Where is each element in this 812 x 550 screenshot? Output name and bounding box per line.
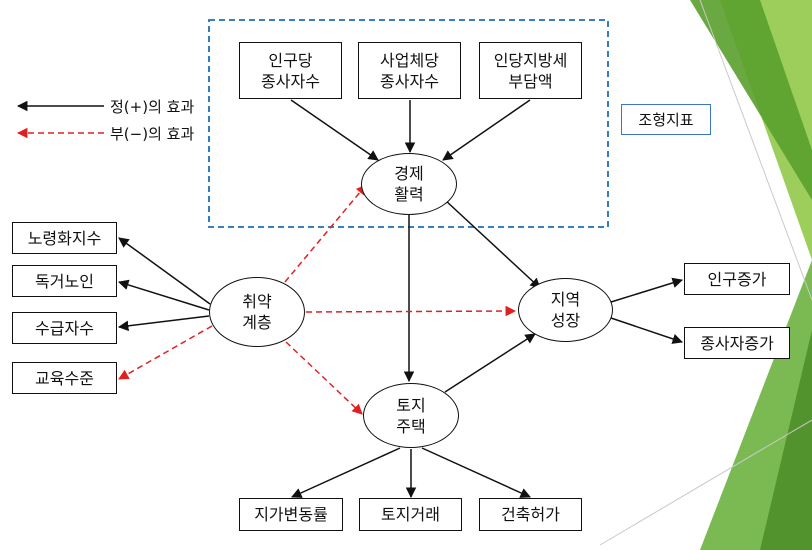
node-regional-growth: 지역 성장	[518, 278, 613, 342]
arrow-vuln-to-aging	[118, 237, 211, 305]
node-pop-per-institution: 인구당 종사자수	[239, 42, 342, 99]
arrow-econ-to-growth	[444, 199, 541, 289]
arrow-land-to-price	[291, 447, 401, 498]
arrow-vuln-to-land	[285, 341, 363, 415]
arrow-land-to-building	[421, 447, 531, 498]
node-economic-vitality: 경제 활력	[361, 153, 457, 215]
arrow-vuln-to-elderly	[117, 279, 210, 311]
node-welfare-recipients: 수급자수	[12, 312, 117, 344]
arrow-top3-to-econ	[442, 99, 531, 161]
decorative-green-shapes	[599, 0, 812, 550]
node-employee-increase: 종사자증가	[684, 327, 790, 359]
node-vulnerable-class: 취약 계층	[209, 277, 305, 347]
node-elderly-living-alone: 독거노인	[12, 265, 117, 297]
arrow-land-to-growth	[444, 333, 536, 393]
index-label-box: 조형지표	[621, 104, 711, 135]
legend-negative-label: 부(−)의 효과	[110, 125, 195, 143]
node-land-housing: 토지 주택	[363, 383, 459, 448]
node-land-price-change: 지가변동률	[239, 498, 343, 531]
arrow-vuln-to-econ	[284, 184, 367, 283]
arrow-growth-to-pop	[610, 277, 684, 303]
node-employees-per-business: 사업체당 종사자수	[358, 42, 461, 99]
legend-lines	[16, 100, 104, 139]
node-local-tax-burden: 인당지방세 부담액	[479, 42, 582, 99]
node-land-transactions: 토지거래	[359, 498, 462, 531]
arrows-layer	[117, 99, 684, 499]
arrow-growth-to-emp	[610, 317, 683, 344]
legend-positive-label: 정(+)의 효과	[110, 98, 195, 116]
node-aging-index: 노령화지수	[12, 222, 117, 254]
arrow-vuln-to-education	[118, 325, 213, 380]
arrow-top1-to-econ	[290, 99, 379, 161]
node-population-increase: 인구증가	[684, 263, 790, 295]
node-education-level: 교육수준	[12, 362, 117, 394]
arrow-vuln-to-growth	[305, 305, 517, 317]
node-building-permits: 건축허가	[479, 498, 582, 531]
arrow-vuln-to-recipients	[117, 315, 210, 332]
